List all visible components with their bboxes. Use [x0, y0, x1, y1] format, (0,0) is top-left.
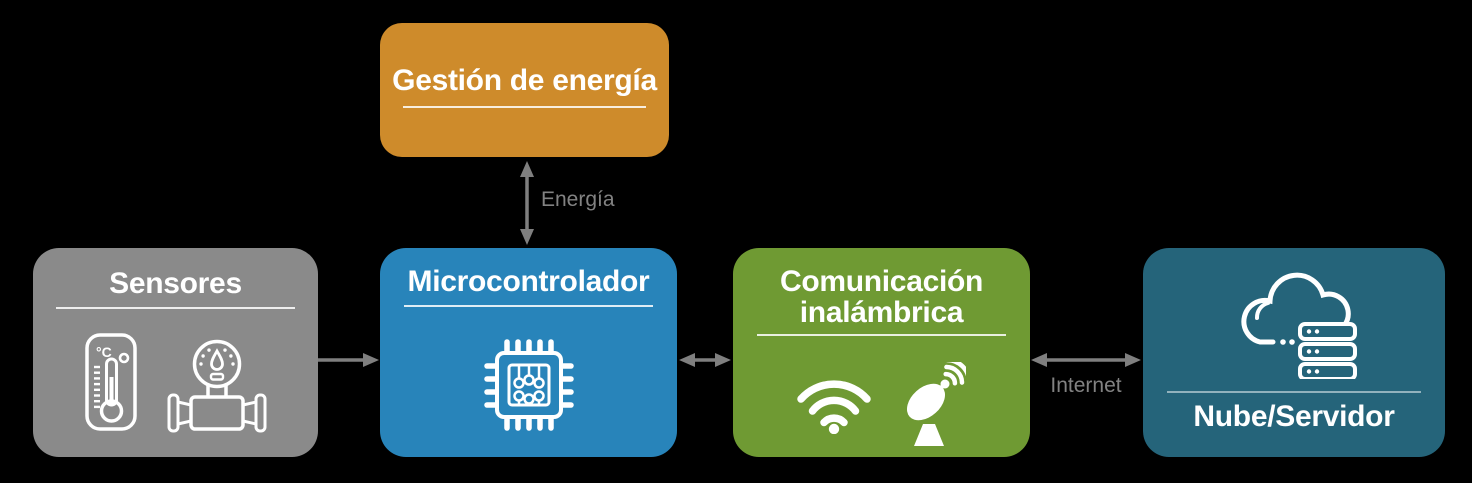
sensors-icons-row: °C: [33, 333, 318, 433]
arrow-sensors-micro: [318, 353, 379, 367]
chip-icon: [483, 339, 574, 431]
wifi-icon-wrap: [797, 374, 871, 439]
title-underline: [1167, 391, 1421, 393]
cloud-server-icon: [1241, 272, 1357, 379]
edge-label-energia: Energía: [541, 188, 615, 211]
wifi-icon: [797, 380, 871, 435]
title-underline: [55, 307, 296, 309]
title-underline: [756, 334, 1007, 336]
thermometer-unit-label: °C: [96, 344, 112, 360]
node-title-gestion-energia: Gestión de energía: [392, 64, 657, 97]
node-title-nube-servidor: Nube/Servidor: [1193, 400, 1395, 433]
arrow-energy-micro: [520, 161, 534, 245]
node-sensores: Sensores °C: [33, 248, 318, 457]
node-title-comunicacion-line1: Comunicación: [779, 265, 984, 298]
edge-label-internet: Internet: [1050, 374, 1122, 397]
node-nube-servidor: Nube/Servidor: [1143, 248, 1445, 457]
arrow-wireless-cloud: [1031, 353, 1141, 367]
thermometer-icon: °C: [84, 333, 137, 431]
node-gestion-energia: Gestión de energía: [380, 23, 669, 157]
node-title-microcontrolador: Microcontrolador: [407, 265, 650, 298]
node-title-comunicacion-line2: inalámbrica: [799, 296, 964, 329]
node-comunicacion-inalambrica: Comunicación inalámbrica: [733, 248, 1030, 457]
satellite-dish-icon: [906, 362, 966, 446]
micro-icons-row: [380, 334, 677, 436]
arrow-micro-wireless: [679, 353, 731, 367]
title-underline: [403, 106, 646, 108]
title-underline: [403, 305, 654, 307]
flow-meter-icon: [167, 339, 266, 433]
wireless-icons-row: [733, 362, 1030, 446]
node-title-sensores: Sensores: [109, 267, 242, 300]
node-microcontrolador: Microcontrolador: [380, 248, 677, 457]
cloud-icons-row: [1143, 257, 1445, 379]
